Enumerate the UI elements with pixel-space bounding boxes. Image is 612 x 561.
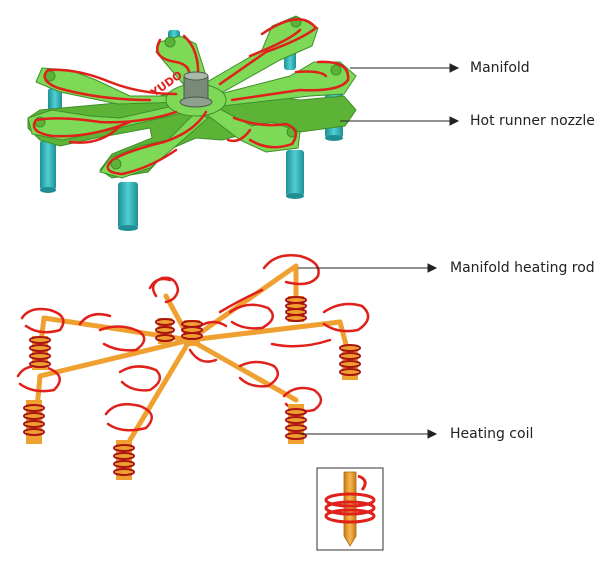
heating-coil — [29, 336, 51, 370]
manifold-heating-rods — [33, 263, 353, 443]
heater-assembly — [16, 254, 370, 480]
heating-coil-detail-inset — [316, 467, 384, 551]
heater-grooves — [32, 18, 350, 176]
hot-runner-nozzle-label: Hot runner nozzle — [470, 113, 595, 129]
heating-coil-label: Heating coil — [450, 426, 534, 442]
heating-coil — [23, 400, 45, 444]
callout-arrows — [298, 63, 460, 439]
heating-coil — [155, 318, 175, 344]
manifold-heating-rod-label: Manifold heating rod — [450, 260, 595, 276]
nozzle — [118, 182, 138, 228]
bolt-hole — [164, 36, 176, 48]
manifold-plate: YUDO — [27, 15, 357, 179]
heating-coil — [339, 344, 361, 380]
nozzle — [286, 150, 304, 196]
heating-coil — [285, 296, 307, 322]
manifold-label: Manifold — [470, 60, 530, 76]
nozzle — [40, 140, 56, 190]
inlet-bushing — [179, 71, 213, 108]
manifold-assembly: YUDO — [27, 15, 357, 231]
heating-coils — [23, 296, 361, 480]
heating-coil — [113, 440, 135, 480]
bolt-hole — [330, 64, 342, 76]
heating-coil — [285, 404, 307, 444]
heating-coil — [181, 320, 203, 346]
